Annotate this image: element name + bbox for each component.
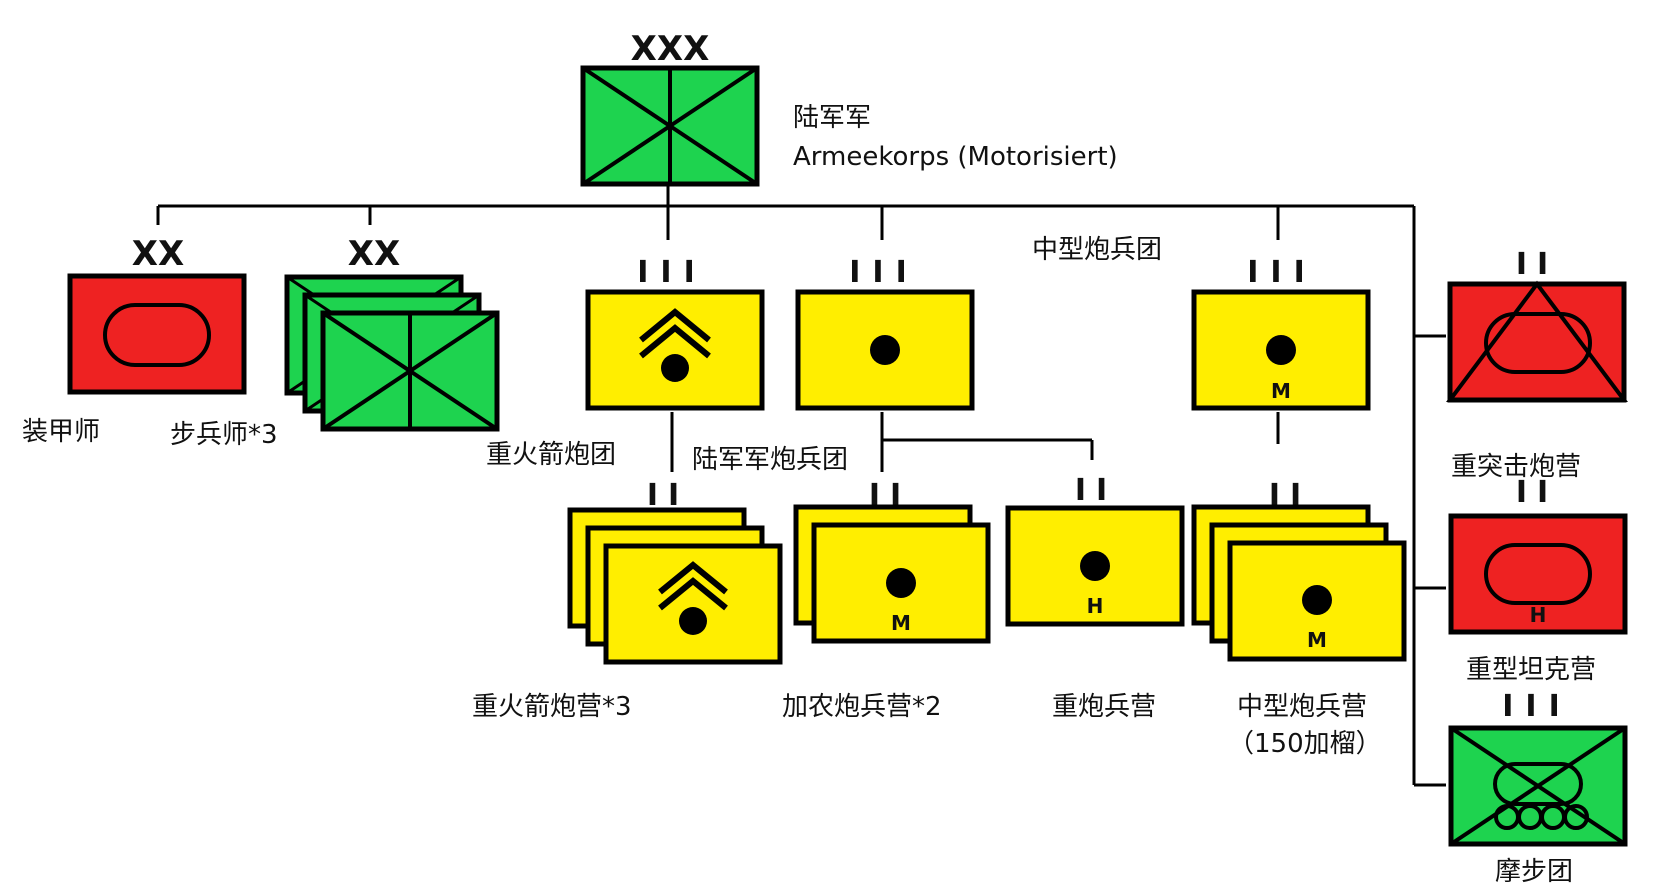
medium-artillery-battalion-label: 中型炮兵营 — [1237, 692, 1367, 722]
rocket-regiment-echelon: III — [637, 255, 707, 290]
motorized-infantry-regiment-echelon: III — [1502, 689, 1572, 724]
cannon-battalion-label: 加农炮兵营*2 — [782, 692, 942, 722]
corps-name-de: Armeekorps (Motorisiert) — [793, 142, 1118, 172]
infantry-division-label: 步兵师*3 — [170, 420, 278, 450]
corps-name-zh: 陆军军 — [793, 103, 871, 133]
medium-artillery-battalion-mark: M — [1307, 628, 1327, 652]
infantry-division-symbol: XX — [284, 234, 500, 432]
infantry-division-echelon: XX — [348, 234, 400, 274]
corps-artillery-regiment-echelon: III — [849, 255, 919, 290]
armored-division-echelon: XX — [132, 234, 184, 274]
assault-gun-battalion-echelon: II — [1516, 247, 1558, 282]
heavy-artillery-battalion-mark: H — [1087, 594, 1104, 618]
medium-artillery-battalion-sublabel: （150加榴） — [1228, 729, 1382, 759]
heavy-tank-battalion-symbol: II H — [1448, 475, 1628, 635]
corps-artillery-regiment-symbol: III — [795, 255, 975, 411]
heavy-artillery-battalion-label: 重炮兵营 — [1052, 692, 1156, 722]
medium-artillery-regiment-symbol: III M — [1191, 255, 1371, 411]
rocket-regiment-symbol: III — [585, 255, 765, 411]
medium-artillery-regiment-echelon: III — [1247, 255, 1317, 290]
assault-gun-battalion-label: 重突击炮营 — [1451, 452, 1581, 482]
motorized-infantry-regiment-label: 摩步团 — [1495, 857, 1573, 887]
corps-artillery-regiment-label: 陆军军炮兵团 — [692, 445, 848, 475]
cannon-battalion-symbol: II M — [793, 478, 991, 644]
corps-echelon: XXX — [631, 29, 710, 69]
armored-division-symbol: XX — [67, 234, 247, 395]
heavy-artillery-battalion-echelon: II — [1075, 473, 1117, 508]
heavy-tank-battalion-label: 重型坦克营 — [1466, 655, 1596, 685]
connector-lines — [156, 185, 1446, 787]
corps-symbol: XXX — [580, 29, 760, 187]
armored-division-label: 装甲师 — [22, 417, 100, 447]
heavy-tank-battalion-mark: H — [1530, 603, 1547, 627]
rocket-battalion-label: 重火箭炮营*3 — [472, 692, 632, 722]
rocket-regiment-label: 重火箭炮团 — [486, 440, 616, 470]
cannon-battalion-mark: M — [891, 611, 911, 635]
heavy-tank-battalion-echelon: II — [1516, 475, 1558, 510]
medium-artillery-regiment-label: 中型炮兵团 — [1032, 235, 1162, 265]
motorized-infantry-regiment-symbol: III — [1448, 689, 1628, 847]
rocket-battalion-symbol: II — [567, 478, 783, 665]
medium-artillery-battalion-symbol: II M — [1191, 478, 1407, 662]
medium-artillery-regiment-mark: M — [1271, 379, 1291, 403]
assault-gun-battalion-symbol: II — [1446, 247, 1628, 403]
rocket-battalion-echelon: II — [647, 478, 689, 513]
heavy-artillery-battalion-symbol: II H — [1005, 473, 1185, 627]
